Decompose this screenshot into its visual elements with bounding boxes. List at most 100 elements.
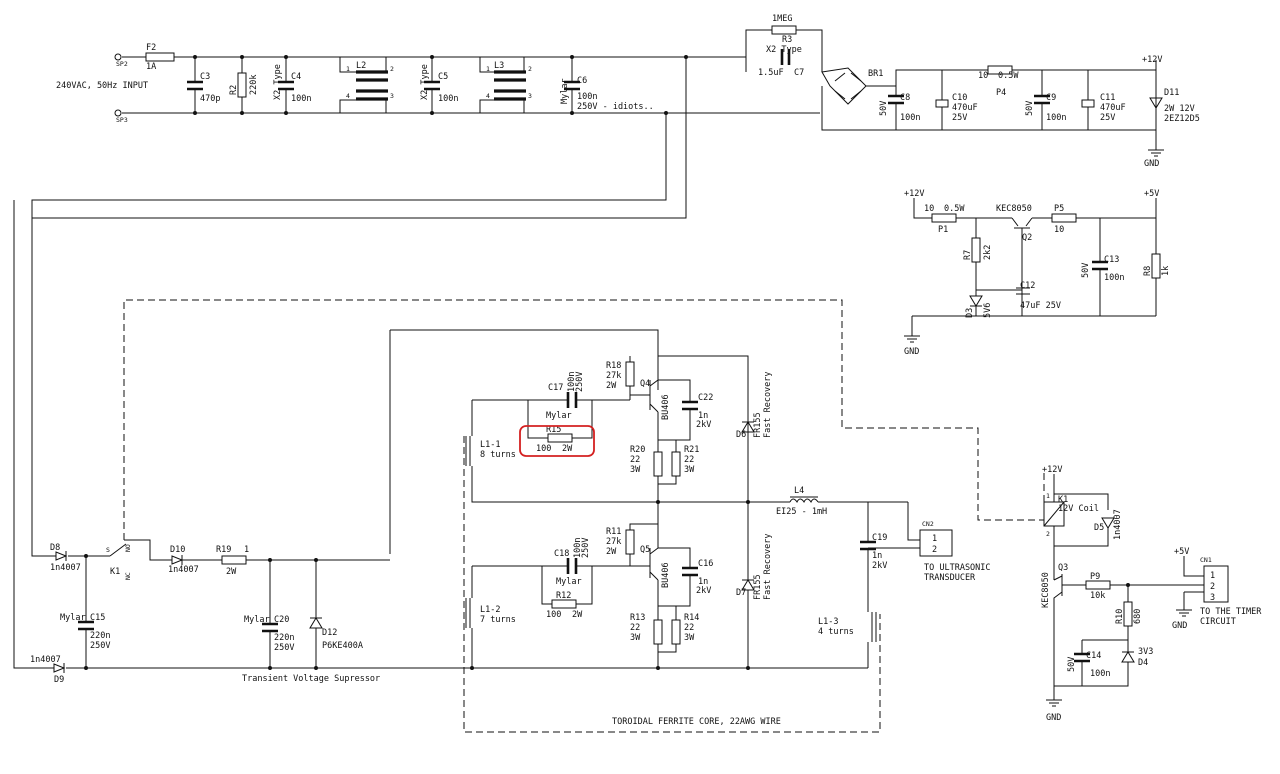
bridge-supply: BR1 C8 100n 50V C10 470uF 25V 10 0.5W P4… — [821, 55, 1200, 169]
k1-pin1: 1 — [1046, 492, 1050, 500]
d11-value: 2W 12V — [1164, 104, 1195, 114]
dashed-outlines: TOROIDAL FERRITE CORE, 22AWG WIRE — [123, 299, 1045, 733]
svg-text:2: 2 — [1210, 582, 1215, 592]
sp2-terminal — [114, 53, 122, 61]
resistor-p9 — [1085, 580, 1111, 590]
c17-name: C17 — [548, 383, 563, 393]
p5-name: P5 — [1054, 204, 1064, 214]
r8-name: R8 — [1143, 266, 1153, 276]
c7-value: 1.5uF — [758, 68, 784, 78]
d12-part: P6KE400A — [322, 641, 363, 651]
c22-rating: 2kV — [696, 420, 711, 430]
r14-value: 22 — [684, 623, 694, 633]
q2-name: Q2 — [1022, 233, 1032, 243]
k1sw-s: S — [106, 546, 110, 554]
tvs-label: Transient Voltage Supressor — [242, 674, 380, 684]
c15-name: C15 — [90, 613, 105, 623]
rail-5v-cn1: +5V — [1174, 547, 1189, 557]
cn1-label1: TO THE TIMER — [1200, 607, 1262, 617]
p1-name: P1 — [938, 225, 948, 235]
choke-l3: 1 2 4 3 L3 — [479, 57, 532, 113]
d4-name: D4 — [1138, 658, 1148, 668]
c8-rating: 50V — [879, 101, 889, 116]
cn1-label2: CIRCUIT — [1200, 617, 1236, 627]
gnd-reg: GND — [904, 347, 919, 357]
q3-part: KEC8050 — [1041, 572, 1051, 608]
c19-name: C19 — [872, 533, 887, 543]
d10-part: 1n4007 — [168, 565, 199, 575]
svg-text:4: 4 — [486, 92, 490, 100]
d8-name: D8 — [50, 543, 60, 553]
c17-type: Mylar — [546, 411, 572, 421]
r13-value: 22 — [630, 623, 640, 633]
core-label: TOROIDAL FERRITE CORE, 22AWG WIRE — [612, 717, 781, 727]
c15-value: 220n — [90, 631, 110, 641]
c4-name: C4 — [291, 72, 301, 82]
cn2-name: CN2 — [922, 520, 934, 528]
c5-value: 100n — [438, 94, 458, 104]
q5-name: Q5 — [640, 545, 650, 555]
d6-name: D6 — [736, 430, 746, 440]
c9-rating: 50V — [1025, 101, 1035, 116]
r10-name: R10 — [1115, 609, 1125, 624]
r21-name: R21 — [684, 445, 699, 455]
resistor-r21 — [671, 451, 681, 477]
r12-name: R12 — [556, 591, 571, 601]
fuse-f2 — [145, 52, 175, 62]
d11-name: D11 — [1164, 88, 1179, 98]
svg-text:3: 3 — [390, 92, 394, 100]
r11-name: R11 — [606, 527, 621, 537]
d5-part: 1n4007 — [1113, 509, 1123, 540]
d9-name: D9 — [54, 675, 64, 685]
d9-part: 1n4007 — [30, 655, 61, 665]
l11-turns: 8 turns — [480, 450, 516, 460]
c22-name: C22 — [698, 393, 713, 403]
rail-5v-reg: +5V — [1144, 189, 1159, 199]
r19-name: R19 — [216, 545, 231, 555]
c11-name: C11 — [1100, 93, 1115, 103]
r10-value: 680 — [1133, 609, 1143, 624]
d4-value: 3V3 — [1138, 647, 1153, 657]
l13-name: L1-3 — [818, 617, 838, 627]
r15-rating: 2W — [562, 444, 573, 454]
connector-cn1 — [1203, 565, 1229, 603]
c8-value: 100n — [900, 113, 920, 123]
svg-text:1: 1 — [932, 534, 937, 544]
c19-rating: 2kV — [872, 561, 887, 571]
c20-rating: 250V — [274, 643, 294, 653]
c11-value: 470uF — [1100, 103, 1126, 113]
r19-value: 1 — [244, 545, 249, 555]
c7-type: X2 Type — [766, 45, 802, 55]
svg-text:3: 3 — [528, 92, 532, 100]
c7-name: C7 — [794, 68, 804, 78]
r19-rating: 2W — [226, 567, 237, 577]
p1-rating: 0.5W — [944, 204, 965, 214]
r2-value: 220k — [249, 75, 259, 95]
c18-value: 100n — [573, 538, 583, 558]
c9-name: C9 — [1046, 93, 1056, 103]
c10-name: C10 — [952, 93, 967, 103]
dc-link: 1n4007 D9 D8 1n4007 C15 Mylar 220n 250V … — [13, 200, 868, 685]
d3z-name: D3 — [965, 308, 975, 318]
d7-part: FR155 — [753, 574, 763, 600]
cn2-label1: TO ULTRASONIC — [924, 563, 991, 573]
r15-highlight — [519, 425, 595, 457]
d8-part: 1n4007 — [50, 563, 81, 573]
br1-name: BR1 — [868, 69, 883, 79]
c14-name: C14 — [1086, 651, 1101, 661]
resistor-r12 — [551, 599, 577, 609]
d6-note: Fast Recovery — [763, 371, 773, 438]
r7-value: 2k2 — [983, 245, 993, 260]
c16-value: 1n — [698, 577, 708, 587]
rail-12v-relay: +12V — [1042, 465, 1062, 475]
choke-l2: 1 2 4 3 L2 — [339, 57, 394, 113]
f2-value: 1A — [146, 62, 156, 72]
svg-text:2: 2 — [390, 65, 394, 73]
c15-rating: 250V — [90, 641, 110, 651]
c10-value: 470uF — [952, 103, 978, 113]
svg-text:1: 1 — [486, 65, 490, 73]
l4-name: L4 — [794, 486, 804, 496]
c17-rating: 250V — [575, 372, 585, 392]
r18-name: R18 — [606, 361, 621, 371]
